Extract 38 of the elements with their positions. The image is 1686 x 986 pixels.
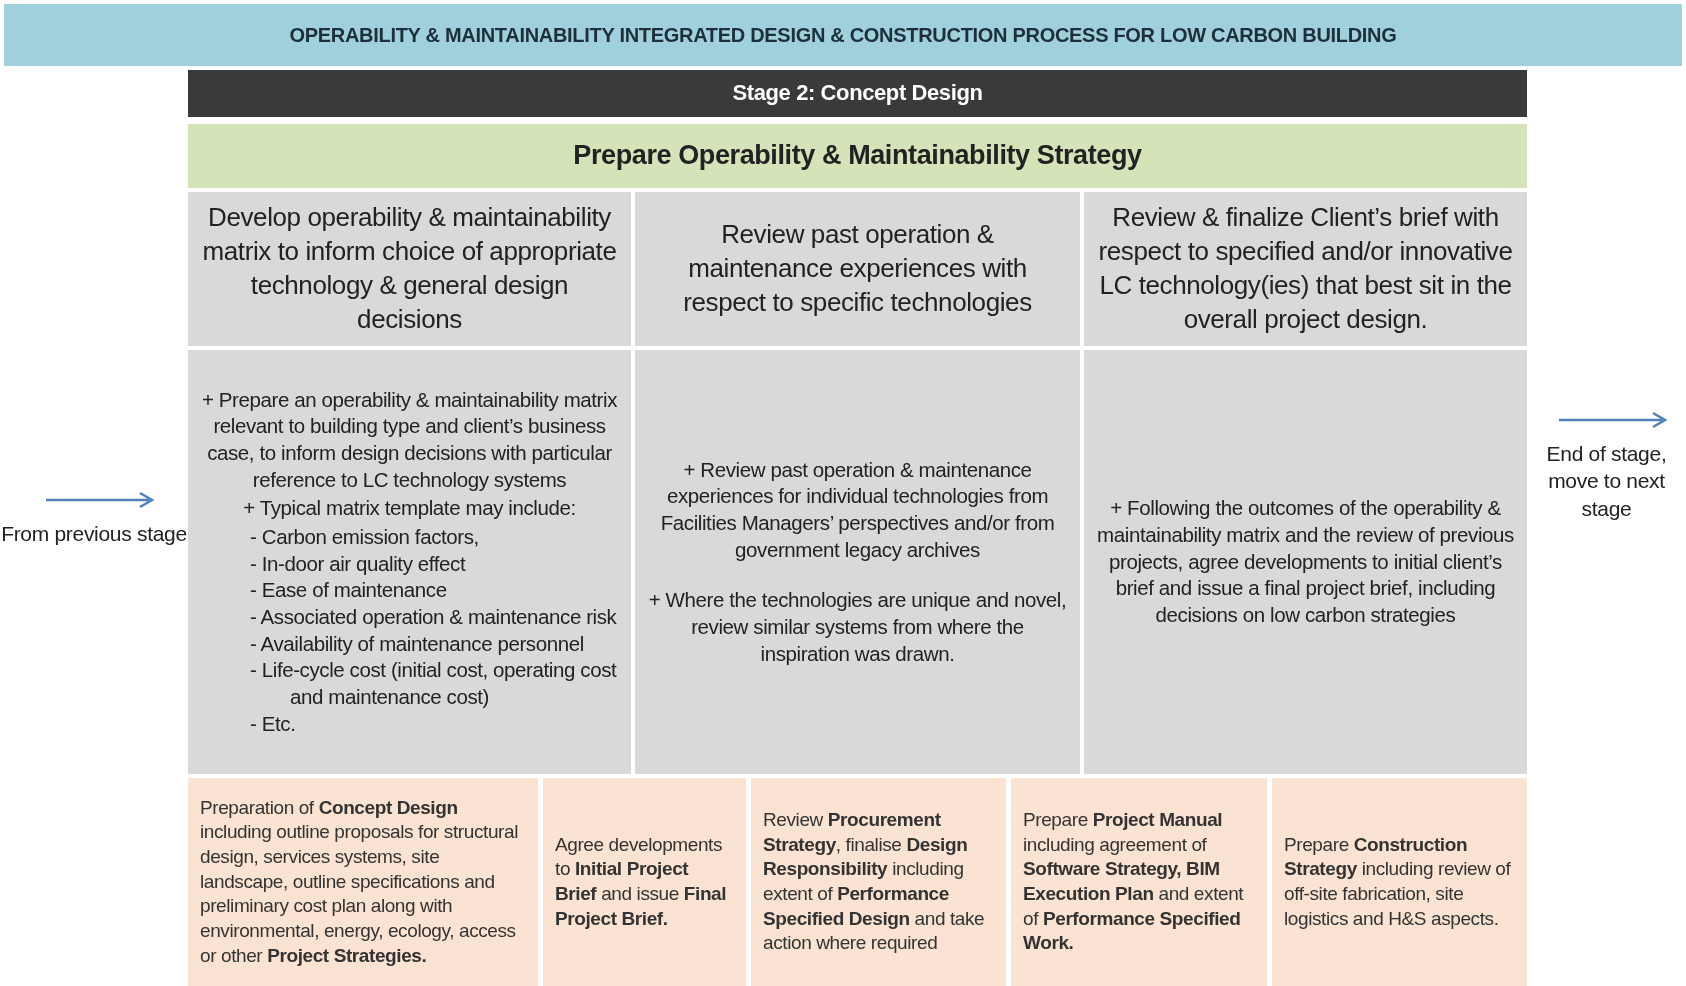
- header-text: Review past operation & maintenance experiences with respect to specific technologies: [682, 218, 1033, 319]
- deliverable-cell: [1011, 778, 1267, 986]
- body-text: Prepare Construction Strategy including review of off-site fabrication, site logistics and H&S aspects.: [1284, 832, 1512, 931]
- deliverable-cell: [751, 778, 1006, 986]
- body-text: + Typical matrix template may include:: [243, 495, 576, 522]
- header-text: Stage 2: Concept Design: [732, 79, 983, 108]
- list-item: - Carbon emission factors,: [249, 524, 480, 551]
- deliverable-cell: [188, 778, 538, 986]
- title: OPERABILITY & MAINTAINABILITY INTEGRATED DESIGN & CONSTRUCTION PROCESS FOR LOW CARBON BUILDING: [4, 4, 1682, 66]
- task-cell: [1084, 350, 1527, 774]
- header-text: Prepare Operability & Maintainability Strategy: [573, 139, 1142, 173]
- list-item: - Associated operation & maintenance risk: [249, 603, 618, 630]
- task-cell: [635, 350, 1080, 774]
- list-item: - In-door air quality effect: [249, 550, 467, 577]
- deliverable-cell: [1272, 778, 1527, 986]
- body-text: + Review past operation & maintenance experiences for individual technologies from Facilities Managers’ perspectives and/or from government legacy archives: [659, 456, 1056, 563]
- column-header: [1084, 192, 1527, 346]
- body-text: Agree developments to Initial Project Brief and issue Final Project Brief.: [555, 832, 728, 931]
- header-text: Develop operability & maintainability matrix to inform choice of appropriate technology & general design decisions: [201, 201, 618, 336]
- list-item: - Ease of maintenance: [249, 577, 448, 604]
- list-item: - Etc.: [249, 710, 297, 737]
- task-cell: [188, 350, 631, 774]
- column-header: [188, 192, 631, 346]
- side-note: From previous stage: [0, 521, 188, 547]
- body-text: + Where the technologies are unique and novel, review similar systems from where the inspiration was drawn.: [647, 587, 1068, 667]
- stage-header: [188, 70, 1527, 117]
- column-header: [635, 192, 1080, 346]
- side-note: End of stage, move to next stage: [1545, 441, 1668, 522]
- body-text: Review Procurement Strategy, finalise Design Responsibility including extent of Performance Specified Design and take action where required: [763, 807, 986, 956]
- strategy-banner: [188, 124, 1527, 188]
- list-item: - Availability of maintenance personnel: [249, 630, 585, 657]
- header-text: Review & finalize Client’s brief with respect to specified and/or innovative LC technology(ies) that best sit in the overall project design.: [1097, 201, 1514, 336]
- deliverable-cell: [543, 778, 746, 986]
- body-text: Preparation of Concept Design including outline proposals for structural design, services systems, site landscape, outline specifications and preliminary cost plan along with environmental, energy, ecology, access or other Project Strategies.: [200, 795, 519, 968]
- list-item: - Life-cycle cost (initial cost, operating cost and maintenance cost): [249, 657, 618, 710]
- body-text: Prepare Project Manual including agreement of Software Strategy, BIM Execution Plan and extent of Performance Specified Work.: [1023, 807, 1245, 956]
- body-text: + Prepare an operability & maintainability matrix relevant to building type and client’s business case, to inform design decisions with particular reference to LC technology systems: [200, 386, 619, 493]
- body-text: + Following the outcomes of the operability & maintainability matrix and the review of previous projects, agree developments to initial client’s brief and issue a final project brief, including decisions on low carbon strategies: [1096, 495, 1515, 628]
